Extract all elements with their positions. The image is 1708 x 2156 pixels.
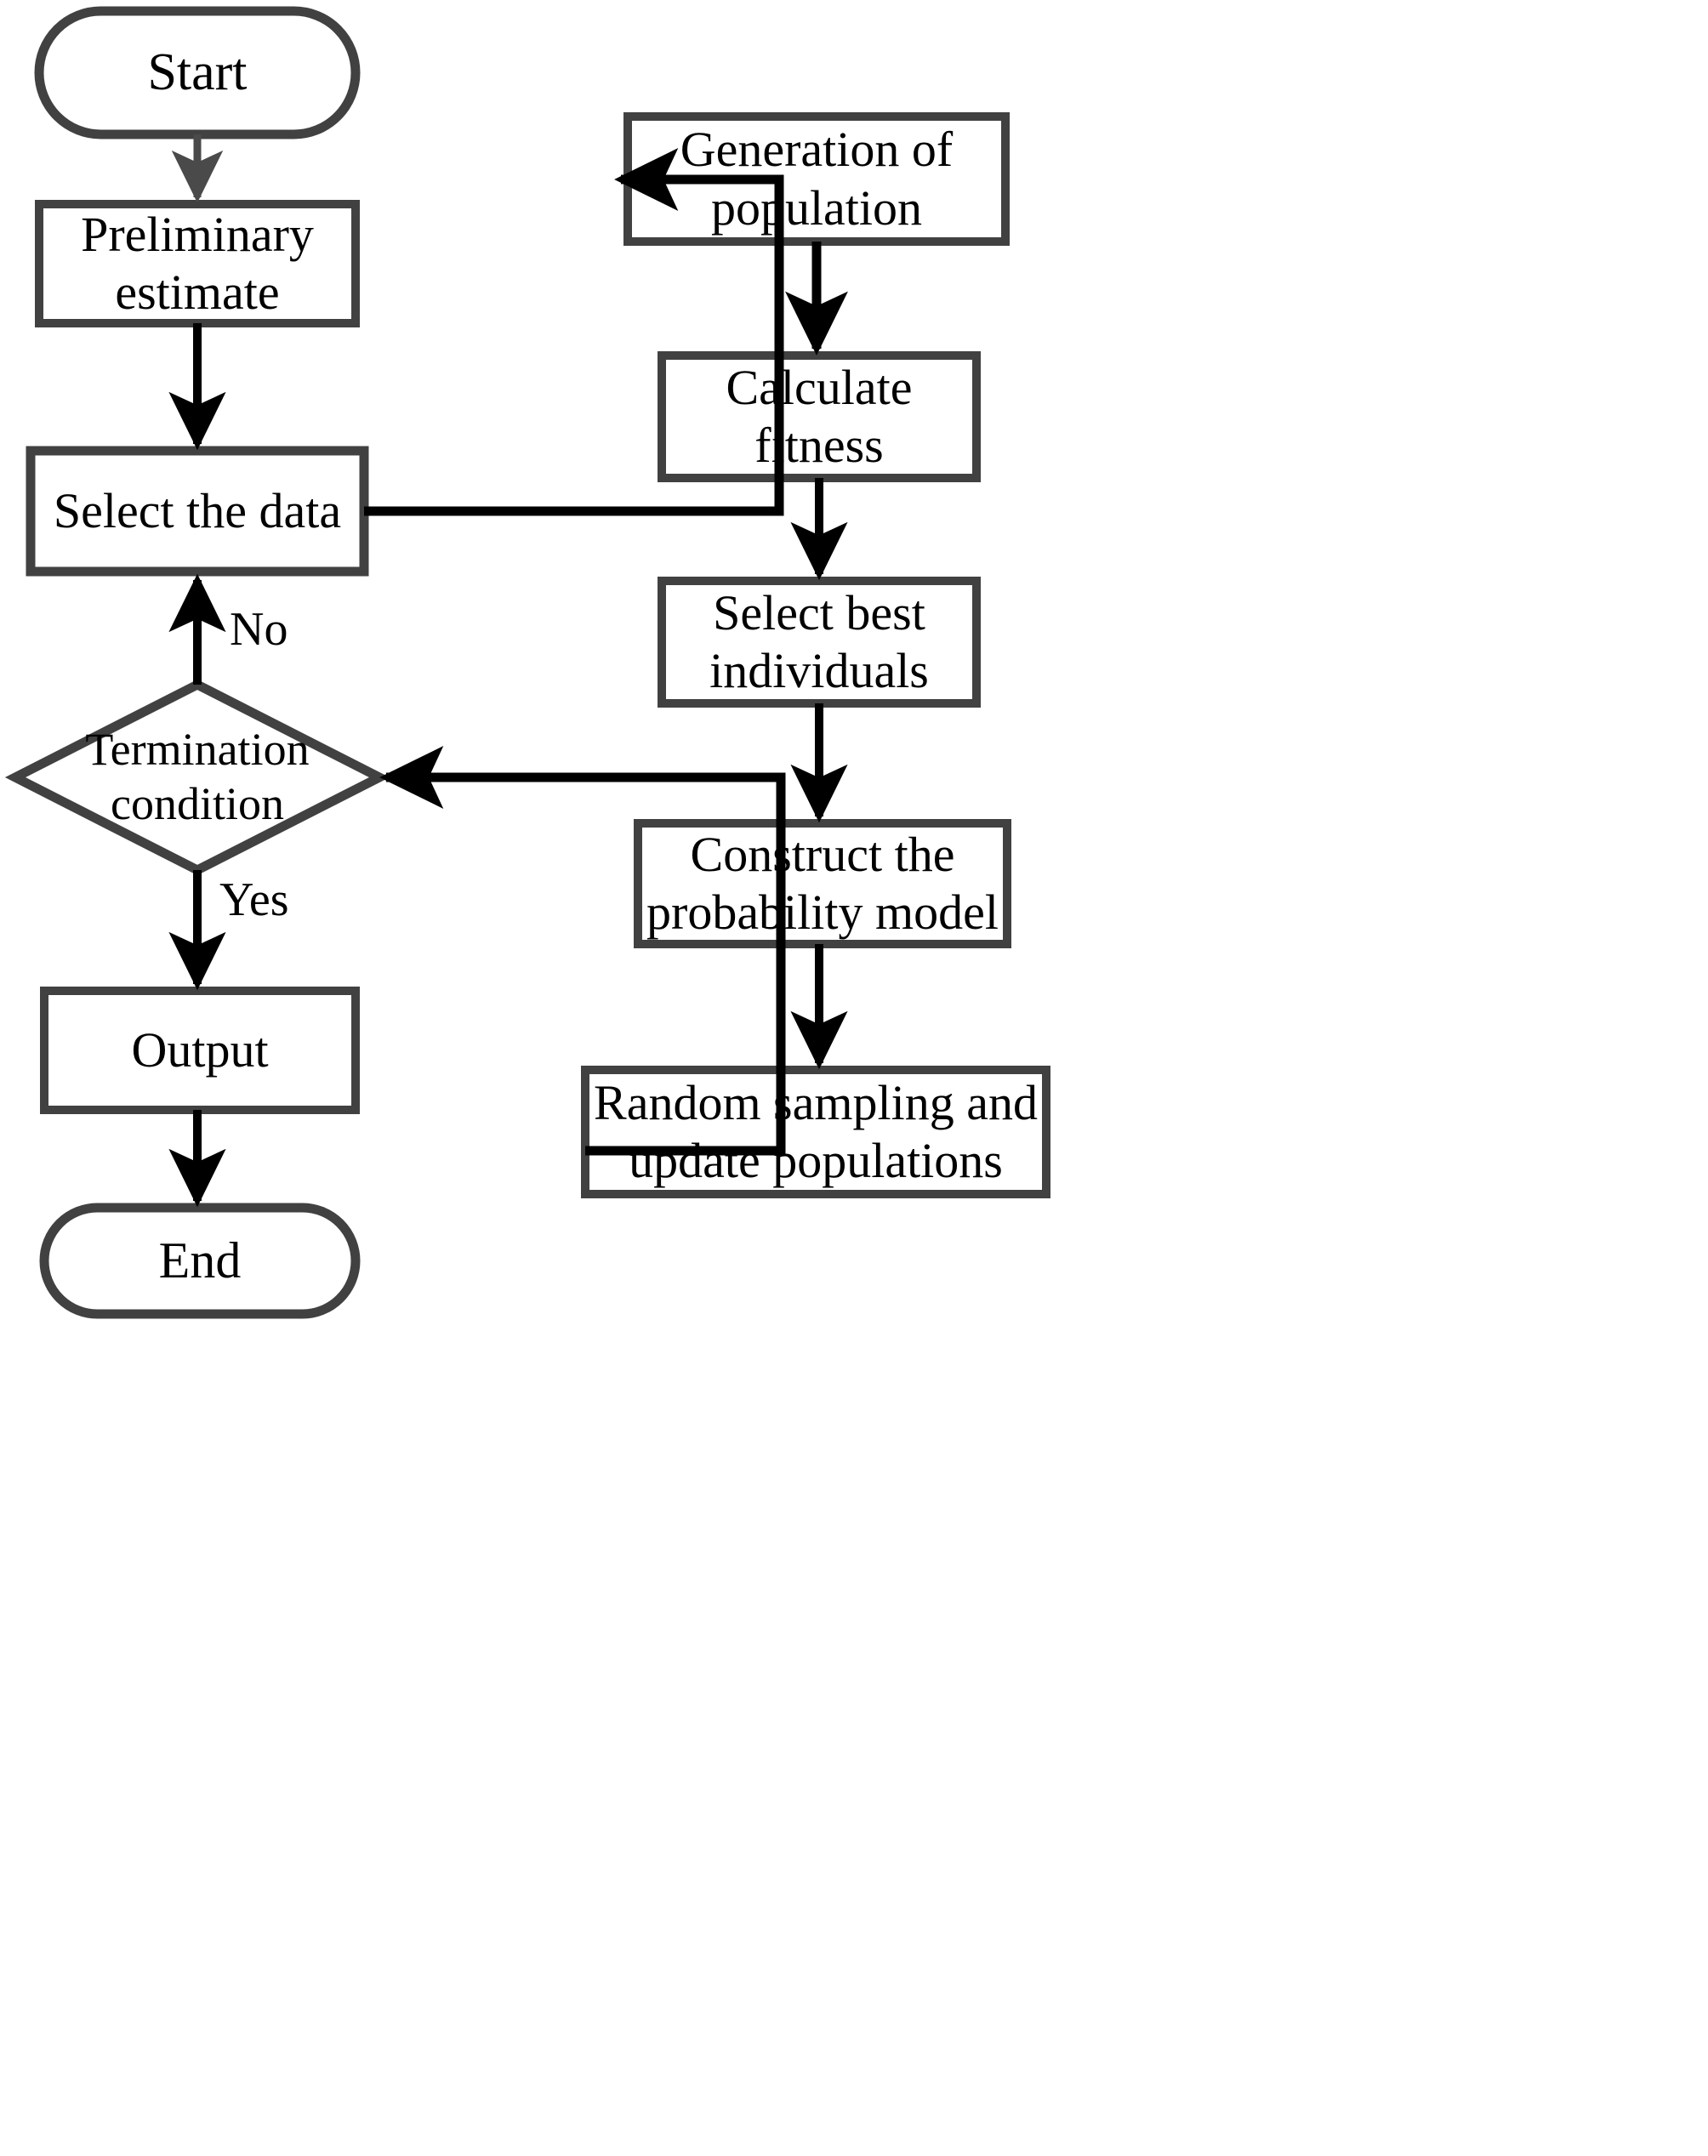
node-shape-termination-condition <box>4 679 390 876</box>
edge-label-no: No <box>230 603 288 656</box>
node-shape-calculate-fitness <box>658 351 981 482</box>
node-shape-construct-probability-model <box>634 819 1011 948</box>
node-shape-preliminary-estimate <box>35 200 360 327</box>
node-shape-output <box>40 987 360 1114</box>
edge-label-yes: Yes <box>219 873 289 926</box>
node-shape-end <box>39 1203 361 1319</box>
node-shape-start <box>34 6 361 139</box>
node-shape-select-the-data <box>26 446 369 577</box>
edge-select-to-generation <box>364 148 784 516</box>
edge-sampling-to-termination <box>379 746 786 1156</box>
node-shape-select-best-individuals <box>658 577 981 708</box>
node-shape-random-sampling-update <box>581 1066 1050 1198</box>
